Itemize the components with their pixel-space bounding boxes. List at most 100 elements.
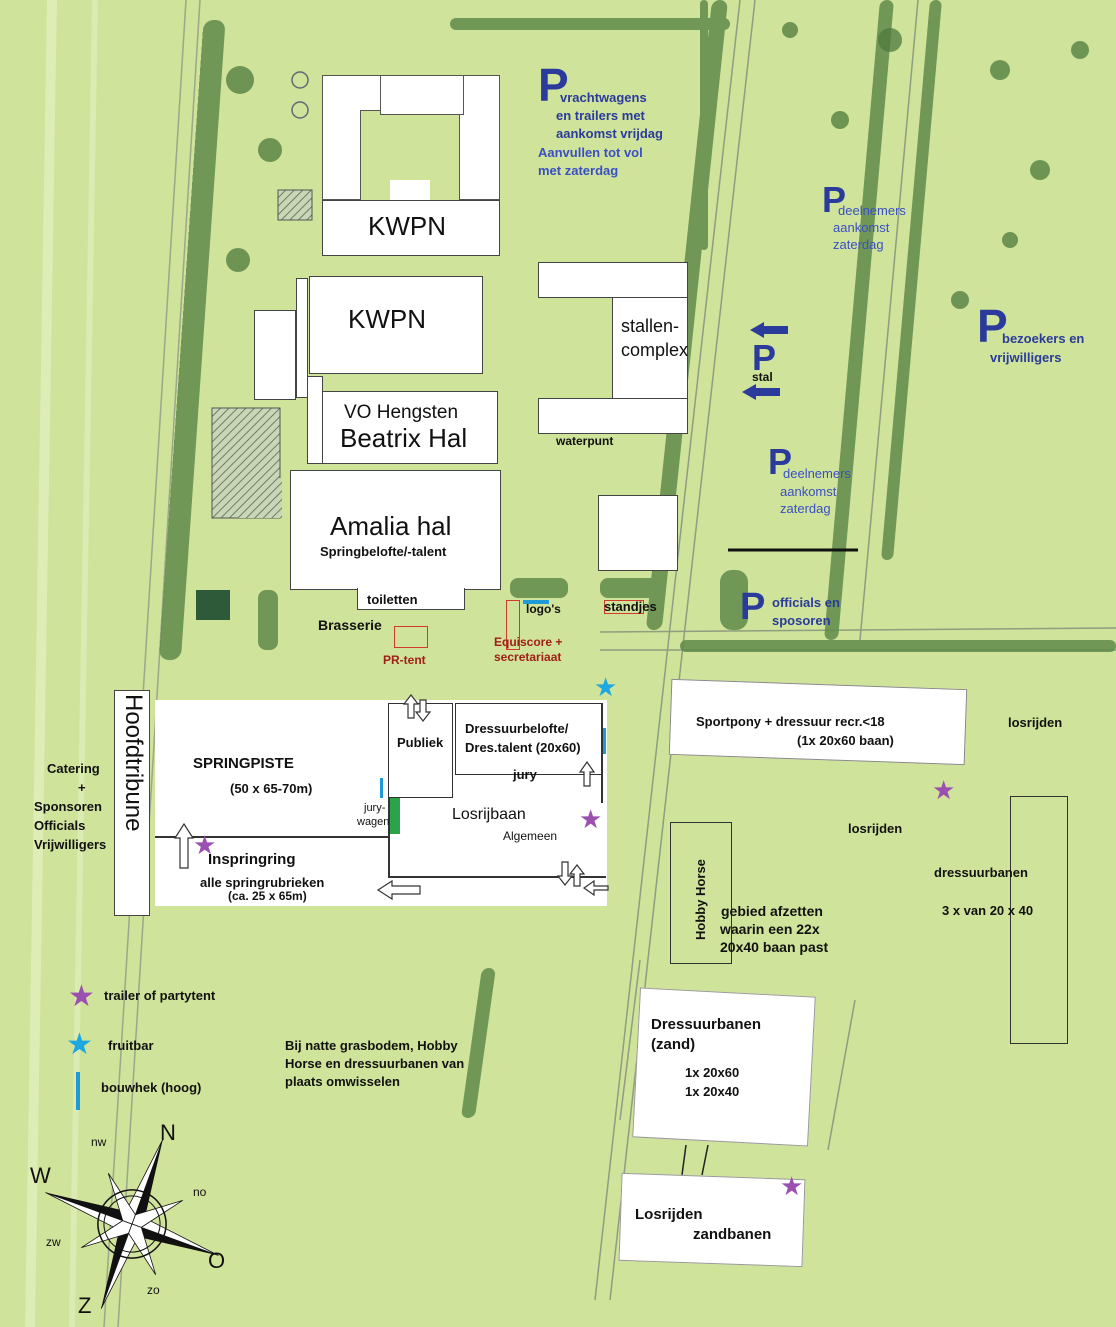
- losrijbaan-label: Losrijbaan: [452, 806, 526, 823]
- p-officials-icon: P: [740, 586, 766, 628]
- dressuurbanen-label: dressuurbanen: [934, 865, 1028, 880]
- arrow-left-inspringring: [376, 879, 421, 901]
- arrow-up-losrijbaan: [568, 864, 586, 887]
- arrow-stal-top: [750, 322, 788, 338]
- arena-right-edge: [601, 703, 603, 803]
- arrow-up-dressuur: [578, 760, 596, 787]
- legend-fruitbar-label: fruitbar: [108, 1038, 154, 1053]
- kwpn-top-wing: [380, 75, 464, 115]
- dressuurbelofte-label-1: Dressuurbelofte/: [465, 721, 569, 736]
- star-trailer-icon: ★: [780, 1171, 804, 1201]
- pr-tent-label: PR-tent: [383, 653, 426, 667]
- legend-trailer-star-icon: ★: [68, 980, 95, 1013]
- zand-label-1: Dressuurbanen: [651, 1016, 762, 1033]
- standjes-marker: [604, 600, 644, 614]
- kwpn-annex: [254, 310, 296, 400]
- p-bezoekers-icon: P: [977, 300, 1008, 352]
- losrijbaan-divider: [388, 798, 390, 878]
- compass-nw: nw: [91, 1135, 107, 1149]
- waterpunt-label: waterpunt: [556, 434, 614, 448]
- kwpn-connector: [296, 278, 308, 398]
- gebied-label-2: waarin een 22x: [720, 921, 820, 937]
- kwpn-mid-building: [309, 276, 483, 374]
- note-label-3: plaats omwisselen: [285, 1074, 400, 1089]
- jury-wagen-box: [390, 798, 400, 834]
- amalia-toiletten-annex: [357, 588, 465, 610]
- p-stal-icon: P: [752, 337, 777, 378]
- logos-fence: [523, 600, 549, 604]
- hobby-horse-text: Hobby Horse: [693, 859, 708, 940]
- stal-label: stal: [752, 370, 773, 384]
- arrow-down-publiek: [414, 699, 432, 722]
- sportpony-label-1: Sportpony + dressuur recr.<18: [696, 714, 885, 729]
- algemeen-label: Algemeen: [503, 829, 558, 843]
- deelnemers2-label-2: aankomst: [780, 484, 837, 499]
- losrijden-zand-label-1: Losrijden: [635, 1206, 703, 1223]
- arrow-down-losrijbaan: [556, 861, 574, 886]
- sportpony-label-2: (1x 20x60 baan): [797, 733, 894, 748]
- bezoekers-label-1: bezoekers en: [1002, 331, 1085, 346]
- star-trailer-icon: ★: [579, 804, 603, 834]
- hobby-horse-field: [670, 822, 732, 964]
- catering-label: Catering: [47, 761, 100, 776]
- arena-area: [155, 700, 607, 906]
- dressuurbanen-grass-field: [1010, 796, 1068, 1044]
- jury-label: jury: [513, 767, 537, 782]
- officials-label: Officials: [34, 818, 86, 833]
- legend-bouwhek-line: [76, 1072, 80, 1110]
- gebied-label-1: gebied afzetten: [721, 903, 823, 919]
- zand-size-1: 1x 20x60: [685, 1065, 740, 1080]
- legend-bouwhek-label: bouwhek (hoog): [101, 1080, 202, 1095]
- p-vrachtwagens-icon: P: [538, 59, 569, 111]
- hoofdtribune-building: [114, 690, 150, 916]
- aanvullen-label-1: Aanvullen tot vol: [538, 145, 643, 160]
- amalia-hal-building: [290, 470, 501, 590]
- stallen-bottom: [538, 398, 688, 434]
- officials-label-1: officials en: [772, 595, 840, 610]
- compass-zw: zw: [46, 1235, 61, 1249]
- inspringring-label: Inspringring: [208, 851, 296, 868]
- arena-fence-1: [380, 778, 383, 798]
- springbelofte-label: Springbelofte/-talent: [320, 544, 447, 559]
- compass-rose-icon: [45, 1139, 219, 1309]
- vrijwilligers-label: Vrijwilligers: [34, 837, 107, 852]
- vracht-label-1: vrachtwagens: [560, 90, 647, 105]
- standjes-label: standjes: [604, 599, 657, 614]
- deelnemers2-label-3: zaterdag: [780, 501, 831, 516]
- losrijden-label-2: losrijden: [848, 821, 903, 836]
- deelnemers1-label-1: deelnemers: [838, 203, 906, 218]
- springrubrieken-label: alle springrubrieken: [200, 875, 325, 890]
- zand-label-2: (zand): [651, 1036, 696, 1053]
- kwpn-top-label: KWPN: [368, 211, 446, 241]
- officials-label-2: sposoren: [772, 613, 831, 628]
- arrow-up-publiek: [402, 694, 420, 719]
- compass-zo: zo: [147, 1283, 160, 1297]
- stallen-label-2: complex: [621, 340, 689, 360]
- deelnemers2-label-1: deelnemers: [783, 466, 851, 481]
- stallen-middle: [612, 297, 688, 399]
- small-building: [598, 495, 678, 571]
- stallen-label-1: stallen-: [621, 316, 680, 336]
- p-deelnemers1-icon: P: [822, 179, 847, 220]
- toiletten-label: toiletten: [367, 592, 418, 607]
- logos-label: logo's: [526, 602, 561, 616]
- vracht-label-3: aankomst vrijdag: [556, 126, 663, 141]
- arrow-left-losrijbaan: [582, 879, 609, 897]
- deelnemers1-label-2: aankomst: [833, 220, 890, 235]
- gebied-label-3: 20x40 baan past: [720, 939, 829, 955]
- arrow-stal-bottom: [742, 384, 780, 400]
- vo-hengsten-label: VO Hengsten: [344, 402, 459, 423]
- jury-wagen-label-1: jury-: [364, 802, 386, 814]
- compass-o: O: [208, 1248, 226, 1273]
- bezoekers-label-2: vrijwilligers: [990, 350, 1062, 365]
- compass-n: N: [160, 1120, 176, 1145]
- losrijden-zand-label-2: zandbanen: [693, 1226, 772, 1243]
- kwpn-top-building: [322, 200, 500, 256]
- sponsoren-label: Sponsoren: [34, 799, 102, 814]
- legend-fruitbar-star-icon: ★: [66, 1028, 93, 1061]
- legend-trailer-label: trailer of partytent: [104, 988, 216, 1003]
- losrijden-label-1: losrijden: [1008, 715, 1063, 730]
